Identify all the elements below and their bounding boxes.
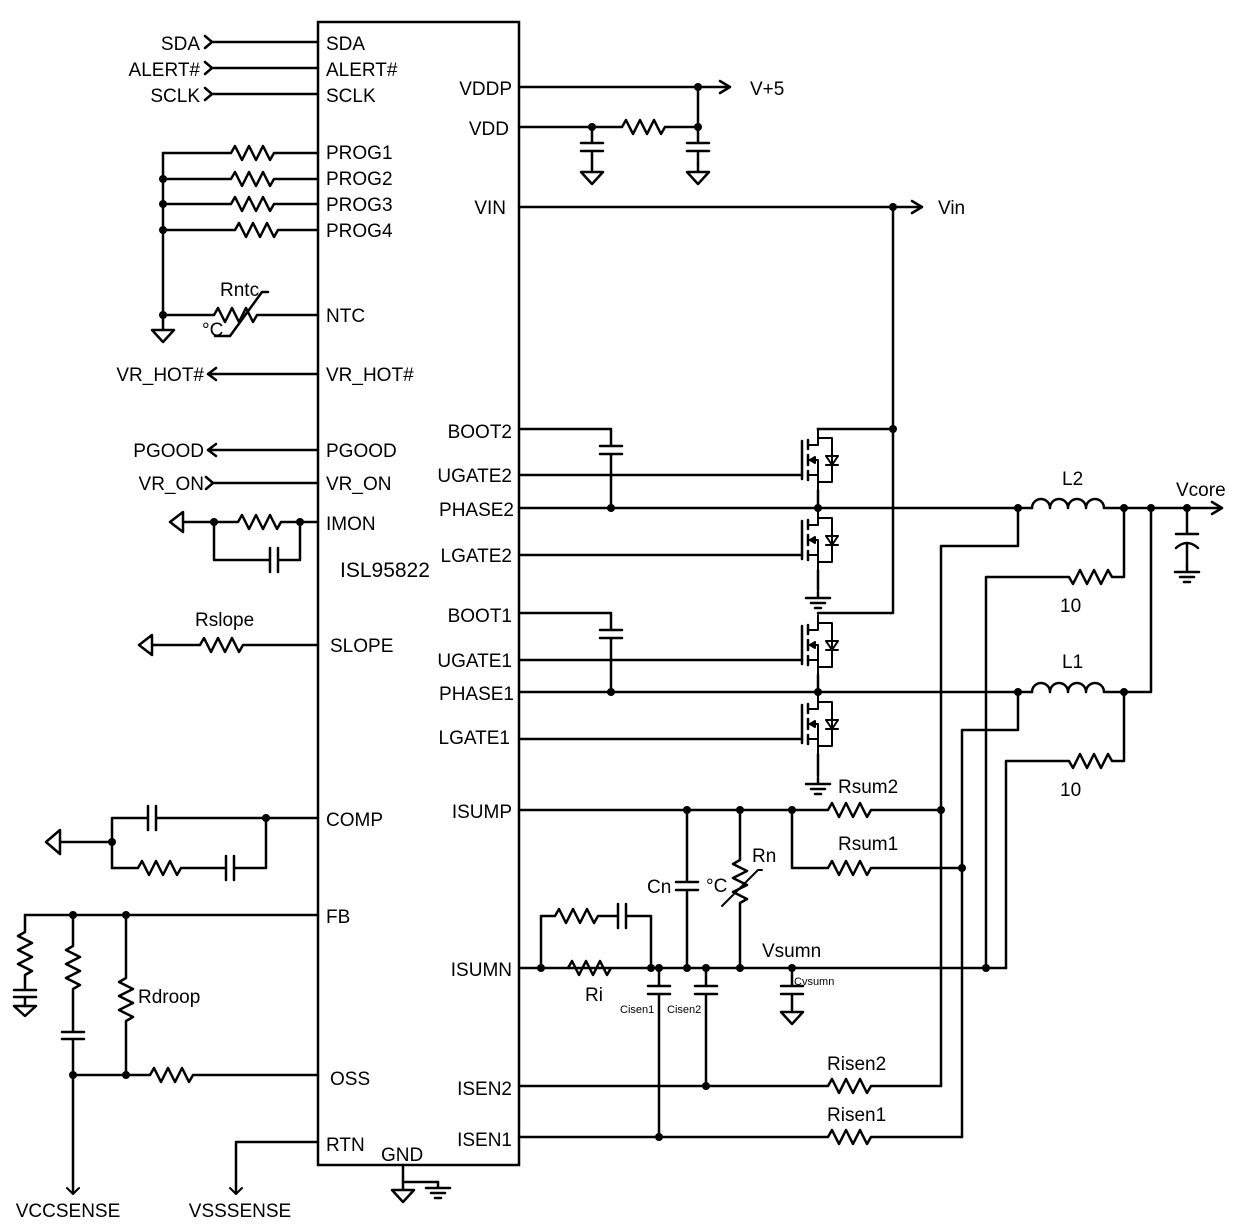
slope-network: Rslope xyxy=(137,610,320,657)
signal-vr-hot: VR_HOT# xyxy=(116,365,204,386)
label-rntc: Rntc xyxy=(220,280,259,301)
comp-network xyxy=(44,804,320,882)
pin-gnd: GND xyxy=(381,1145,423,1166)
pin-sclk: SCLK xyxy=(326,86,376,107)
label-rslope: Rslope xyxy=(195,610,254,631)
pin-rtn: RTN xyxy=(326,1135,365,1156)
pin-slope: SLOPE xyxy=(330,636,393,657)
pin-sda: SDA xyxy=(326,34,365,55)
sclk-wire xyxy=(203,86,320,102)
pin-vin: VIN xyxy=(474,198,506,219)
pin-isump: ISUMP xyxy=(452,802,512,823)
alert-wire xyxy=(203,60,320,76)
fb-oss-network: Rdroop xyxy=(12,911,320,1194)
isen-network: Risen2 Risen1 xyxy=(517,1054,964,1146)
pin-phase1: PHASE1 xyxy=(439,684,514,705)
phase1-stage xyxy=(517,611,1034,796)
prog-resistors xyxy=(150,144,320,344)
pin-prog2: PROG2 xyxy=(326,169,393,190)
label-cisen2: Cisen2 xyxy=(667,1004,701,1016)
right-pin-labels: VDDP VDD VIN BOOT2 UGATE2 PHASE2 LGATE2 … xyxy=(437,79,514,1151)
signal-vsssense: VSSSENSE xyxy=(189,1201,291,1222)
label-rntc-unit: °C xyxy=(202,320,223,341)
label-rdroop: Rdroop xyxy=(138,987,200,1008)
chip-ground xyxy=(390,1163,452,1204)
label-ri: Ri xyxy=(585,985,603,1006)
pin-vr-hot: VR_HOT# xyxy=(326,365,414,386)
pin-fb: FB xyxy=(326,907,350,928)
smbus-signals: SDA ALERT# SCLK xyxy=(129,34,320,107)
imon-network xyxy=(168,510,320,574)
ic-part-number: ISL95822 xyxy=(340,559,430,582)
pgood-wire xyxy=(206,442,320,458)
signal-pgood: PGOOD xyxy=(133,441,204,462)
ntc-thermistor: Rntc °C xyxy=(161,280,320,341)
pin-boot2: BOOT2 xyxy=(448,422,512,443)
signal-vcore: Vcore xyxy=(1176,480,1226,501)
pin-alert: ALERT# xyxy=(326,60,398,81)
sda-wire xyxy=(203,34,320,50)
output-stage: L2 L1 Vcore xyxy=(1014,469,1226,696)
pin-lgate1: LGATE1 xyxy=(439,728,510,749)
left-pin-labels: SDA ALERT# SCLK PROG1 PROG2 PROG3 PROG4 … xyxy=(326,34,414,1156)
pin-phase2: PHASE2 xyxy=(439,500,514,521)
signal-vccsense: VCCSENSE xyxy=(16,1201,121,1222)
signal-sda: SDA xyxy=(161,34,200,55)
signal-vr-on: VR_ON xyxy=(139,474,204,495)
cn-rn-network: Cn Rn °C xyxy=(647,808,776,970)
pin-pgood: PGOOD xyxy=(326,441,397,462)
label-risen1: Risen1 xyxy=(827,1105,886,1126)
label-rsum2: Rsum2 xyxy=(838,777,898,798)
label-rn-unit: °C xyxy=(706,876,727,897)
phase2-stage xyxy=(517,427,1034,610)
pin-boot1: BOOT1 xyxy=(448,606,512,627)
pin-vddp: VDDP xyxy=(459,79,512,100)
label-cvsumn: Cvsumn xyxy=(794,976,834,988)
signal-v5: V+5 xyxy=(750,79,784,100)
pin-vdd: VDD xyxy=(469,119,509,140)
vdd-network: V+5 xyxy=(517,79,784,186)
label-cisen1: Cisen1 xyxy=(620,1004,654,1016)
pin-isen1: ISEN1 xyxy=(457,1130,512,1151)
signal-sclk: SCLK xyxy=(150,86,200,107)
pin-ntc: NTC xyxy=(326,306,365,327)
label-rsum1: Rsum1 xyxy=(838,834,898,855)
label-l1: L1 xyxy=(1062,652,1083,673)
status-signals: VR_HOT# PGOOD VR_ON xyxy=(116,365,320,495)
pin-ugate1: UGATE1 xyxy=(437,651,512,672)
dcr-sense-resistors: 10 10 xyxy=(984,506,1126,970)
sense-lines: VCCSENSE VSSSENSE xyxy=(16,1140,320,1222)
label-rn: Rn xyxy=(752,846,776,867)
ic-body xyxy=(316,20,521,1167)
pin-prog3: PROG3 xyxy=(326,195,393,216)
label-r10-bottom: 10 xyxy=(1060,780,1081,801)
pin-lgate2: LGATE2 xyxy=(441,546,512,567)
label-cn: Cn xyxy=(647,877,671,898)
pin-vr-on: VR_ON xyxy=(326,474,391,495)
signal-vin: Vin xyxy=(938,198,965,219)
isumn-network: Ri Cisen1 Cisen2 Cvsumn Vsumn xyxy=(517,902,1008,1139)
vr-hot-wire xyxy=(206,366,320,382)
pin-prog4: PROG4 xyxy=(326,221,393,242)
pin-ugate2: UGATE2 xyxy=(437,466,512,487)
pin-prog1: PROG1 xyxy=(326,143,393,164)
vin-network: Vin xyxy=(517,198,965,615)
pin-isumn: ISUMN xyxy=(451,960,512,981)
pin-oss: OSS xyxy=(330,1069,370,1090)
isump-network: Rsum2 Rsum1 xyxy=(517,506,1020,1139)
signal-alert: ALERT# xyxy=(129,60,201,81)
vr-on-wire xyxy=(204,475,320,491)
pin-imon: IMON xyxy=(326,514,376,535)
label-l2: L2 xyxy=(1062,469,1083,490)
pin-isen2: ISEN2 xyxy=(457,1079,512,1100)
pin-comp: COMP xyxy=(326,810,383,831)
signal-vsumn: Vsumn xyxy=(762,941,821,962)
label-risen2: Risen2 xyxy=(827,1054,886,1075)
label-r10-top: 10 xyxy=(1060,596,1081,617)
